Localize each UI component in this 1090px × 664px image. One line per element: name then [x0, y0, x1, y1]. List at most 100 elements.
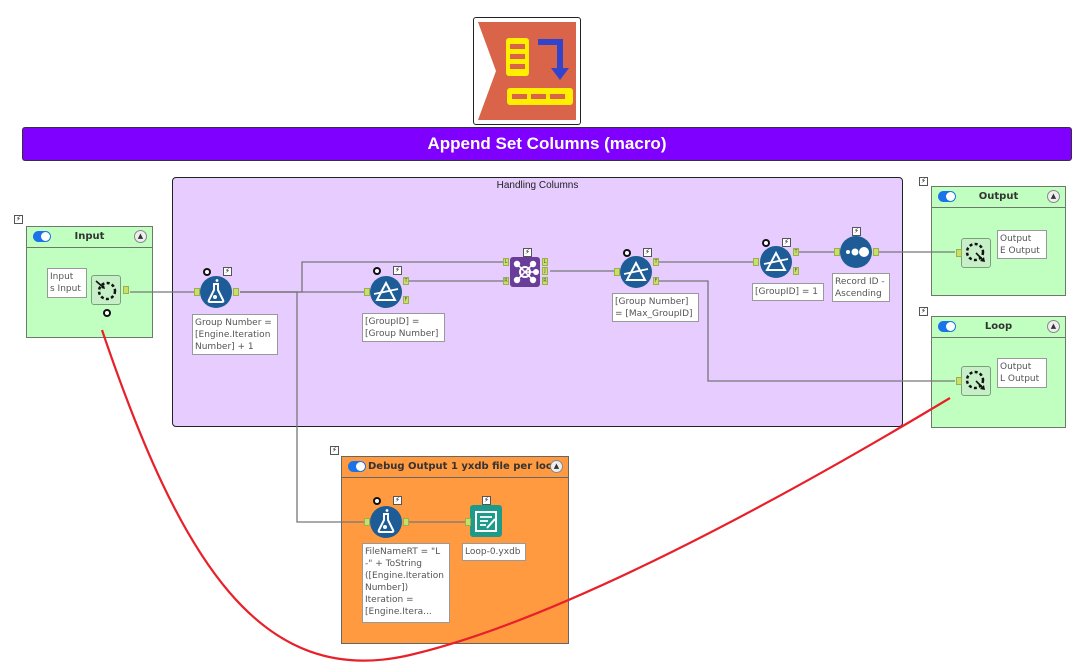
tool-annotation: Group Number = [Engine.Iteration Number]…	[192, 314, 278, 355]
record-id-icon	[846, 247, 869, 257]
output-anchor[interactable]	[873, 248, 879, 256]
macro-input-tool[interactable]	[91, 275, 121, 305]
handling-columns-title: Handling Columns	[496, 180, 579, 191]
filter-prism-icon	[373, 280, 399, 301]
tool-annotation: [GroupID] = [Group Number]	[362, 313, 445, 342]
config-indicator-icon	[373, 267, 381, 275]
flag-icon: ⚡	[852, 227, 861, 236]
container-title: Input	[74, 231, 105, 242]
macro-input-icon	[95, 280, 117, 301]
container-header: Input ▲	[27, 227, 152, 248]
collapse-icon[interactable]: ▲	[1047, 190, 1060, 203]
flag-icon: ⚡	[393, 496, 402, 505]
append-set-columns-icon	[478, 22, 576, 120]
output-data-tool[interactable]	[470, 505, 502, 537]
toggle-switch[interactable]	[938, 191, 956, 202]
join-left-input-anchor[interactable]: L	[503, 258, 509, 266]
true-anchor[interactable]: T	[403, 277, 409, 285]
collapse-icon[interactable]: ▲	[1047, 320, 1060, 333]
flag-icon: ⚡	[330, 446, 339, 455]
collapse-icon[interactable]: ▲	[550, 460, 563, 473]
container-title: Debug Output 1 yxdb file per loop	[368, 461, 560, 472]
false-anchor[interactable]: F	[793, 267, 799, 275]
container-loop[interactable]: Loop ▲ Output L Output	[931, 316, 1066, 428]
true-anchor[interactable]: T	[653, 258, 659, 266]
tool-annotation: Output E Output	[997, 230, 1047, 259]
input-anchor[interactable]	[194, 288, 200, 296]
flag-icon: ⚡	[523, 248, 532, 257]
toggle-switch[interactable]	[938, 321, 956, 332]
container-header: Debug Output 1 yxdb file per loop ▲	[342, 457, 568, 478]
toggle-switch[interactable]	[33, 231, 51, 242]
macro-title-banner: Append Set Columns (macro)	[22, 127, 1072, 161]
macro-output-icon	[965, 370, 985, 390]
macro-icon[interactable]	[473, 17, 581, 125]
flag-icon: ⚡	[782, 238, 791, 247]
config-indicator-icon	[762, 239, 770, 247]
container-title: Loop	[984, 321, 1013, 332]
macro-output-tool[interactable]	[961, 366, 991, 396]
formula-flask-icon	[207, 279, 225, 303]
red-annotation-curve	[100, 329, 951, 662]
input-anchor[interactable]	[956, 377, 962, 385]
tool-annotation: FileNameRT = "L -" + ToString ([Engine.I…	[362, 543, 450, 623]
output-anchor[interactable]	[233, 288, 239, 296]
tool-annotation: [Group Number] = [Max_GroupID]	[612, 293, 699, 322]
tool-annotation: Input s Input	[47, 268, 87, 298]
flag-icon: ⚡	[223, 267, 232, 276]
filter-prism-icon	[623, 260, 649, 281]
input-anchor[interactable]	[834, 248, 840, 256]
container-input[interactable]: Input ▲ Input s Input	[26, 226, 153, 338]
config-indicator-icon	[623, 249, 631, 257]
formula-tool-group-number[interactable]	[200, 276, 232, 308]
input-anchor[interactable]	[753, 258, 759, 266]
handling-columns-box[interactable]: Handling Columns	[172, 177, 903, 427]
flag-icon: ⚡	[919, 177, 928, 186]
flag-icon: ⚡	[643, 248, 652, 257]
output-anchor[interactable]	[403, 518, 409, 526]
tool-annotation: Loop-0.yxdb	[462, 543, 526, 561]
flag-icon: ⚡	[393, 266, 402, 275]
flag-icon: ⚡	[919, 307, 928, 316]
false-anchor[interactable]: F	[403, 296, 409, 304]
join-join-output-anchor[interactable]: J	[542, 267, 548, 275]
filter-tool-groupid-1[interactable]	[760, 246, 792, 278]
tool-annotation: Output L Output	[997, 358, 1047, 388]
formula-flask-icon	[377, 509, 395, 533]
macro-output-tool[interactable]	[961, 238, 991, 268]
container-output[interactable]: Output ▲ Output E Output	[931, 186, 1066, 296]
flag-icon: ⚡	[482, 496, 491, 505]
wire-formula-to-debug	[240, 291, 364, 523]
false-anchor[interactable]: F	[653, 277, 659, 285]
filter-tool-max-groupid[interactable]	[620, 256, 652, 288]
input-anchor[interactable]	[956, 249, 962, 257]
flag-icon: ⚡	[14, 215, 23, 224]
record-id-tool[interactable]	[840, 236, 872, 268]
output-data-icon	[475, 511, 497, 532]
toggle-switch[interactable]	[348, 461, 366, 472]
tool-annotation: Record ID - Ascending	[832, 273, 890, 302]
join-right-input-anchor[interactable]: R	[503, 277, 509, 285]
filter-tool-groupid[interactable]	[370, 276, 402, 308]
true-anchor[interactable]: T	[793, 248, 799, 256]
container-title: Output	[978, 191, 1019, 202]
container-header: Output ▲	[932, 187, 1065, 208]
filter-prism-icon	[763, 250, 789, 271]
input-anchor[interactable]	[364, 518, 370, 526]
collapse-icon[interactable]: ▲	[134, 230, 147, 243]
macro-output-icon	[965, 242, 985, 262]
input-anchor[interactable]	[614, 268, 620, 276]
formula-tool-filename[interactable]	[370, 506, 402, 538]
join-icon	[513, 260, 539, 284]
output-anchor[interactable]	[123, 286, 129, 294]
wire-filter-max-false-to-loop	[655, 280, 955, 382]
input-anchor[interactable]	[364, 288, 370, 296]
join-tool[interactable]	[510, 257, 540, 287]
input-anchor[interactable]	[465, 518, 471, 526]
join-right-output-anchor[interactable]: R	[542, 277, 548, 285]
tool-annotation: [GroupID] = 1	[752, 283, 824, 301]
config-indicator-icon	[103, 309, 111, 317]
join-left-output-anchor[interactable]: L	[542, 258, 548, 266]
container-header: Loop ▲	[932, 317, 1065, 338]
